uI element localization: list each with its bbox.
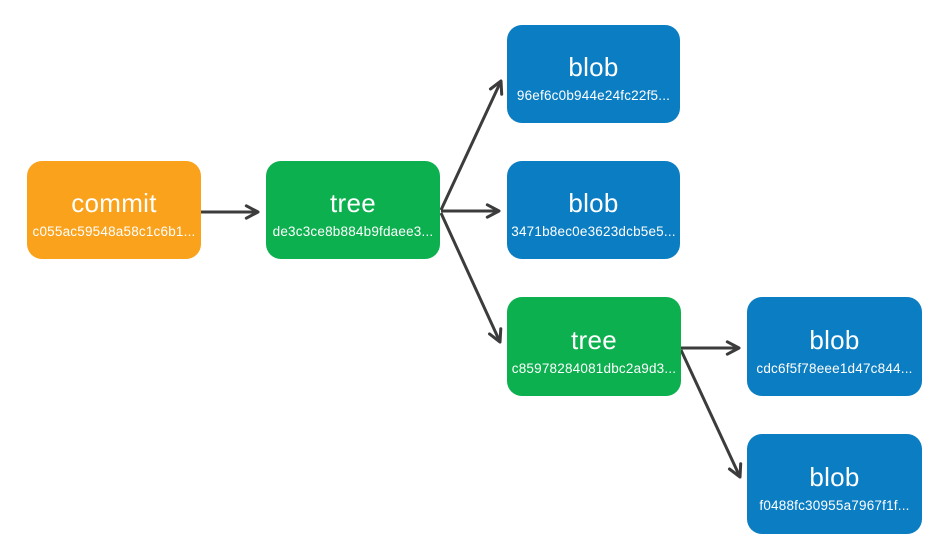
node-blob-3-label: blob <box>809 324 860 355</box>
node-blob-4: blob f0488fc30955a7967f1f... <box>747 434 922 534</box>
node-commit: commit c055ac59548a58c1c6b1... <box>27 161 201 259</box>
node-blob-2-label: blob <box>568 188 619 218</box>
node-tree-1-hash: de3c3ce8b884b9fdaee3... <box>272 224 434 239</box>
node-commit-hash: c055ac59548a58c1c6b1... <box>32 224 196 239</box>
arrow-tree1-to-tree2 <box>439 212 503 344</box>
node-tree-1-label: tree <box>329 188 376 218</box>
node-blob-1-hash: 96ef6c0b944e24fc22f5... <box>516 88 671 103</box>
node-tree-1: tree de3c3ce8b884b9fdaee3... <box>266 161 440 259</box>
node-blob-4-label: blob <box>809 462 860 492</box>
arrow-tree1-to-blob1 <box>439 79 504 211</box>
arrow-tree2-to-blob4 <box>679 349 743 479</box>
node-blob-1: blob 96ef6c0b944e24fc22f5... <box>507 25 680 123</box>
node-blob-2: blob 3471b8ec0e3623dcb5e5... <box>507 161 680 259</box>
node-tree-2-label: tree <box>570 324 617 355</box>
node-blob-2-hash: 3471b8ec0e3623dcb5e5... <box>511 224 676 239</box>
node-blob-3-hash: cdc6f5f78eee1d47c844... <box>756 360 913 376</box>
node-commit-label: commit <box>71 188 157 218</box>
node-tree-2: tree c85978284081dbc2a9d3... <box>507 297 681 396</box>
node-blob-4-hash: f0488fc30955a7967f1f... <box>759 498 910 513</box>
node-tree-2-hash: c85978284081dbc2a9d3... <box>511 360 677 376</box>
node-blob-3: blob cdc6f5f78eee1d47c844... <box>747 297 922 396</box>
node-blob-1-label: blob <box>568 52 619 82</box>
